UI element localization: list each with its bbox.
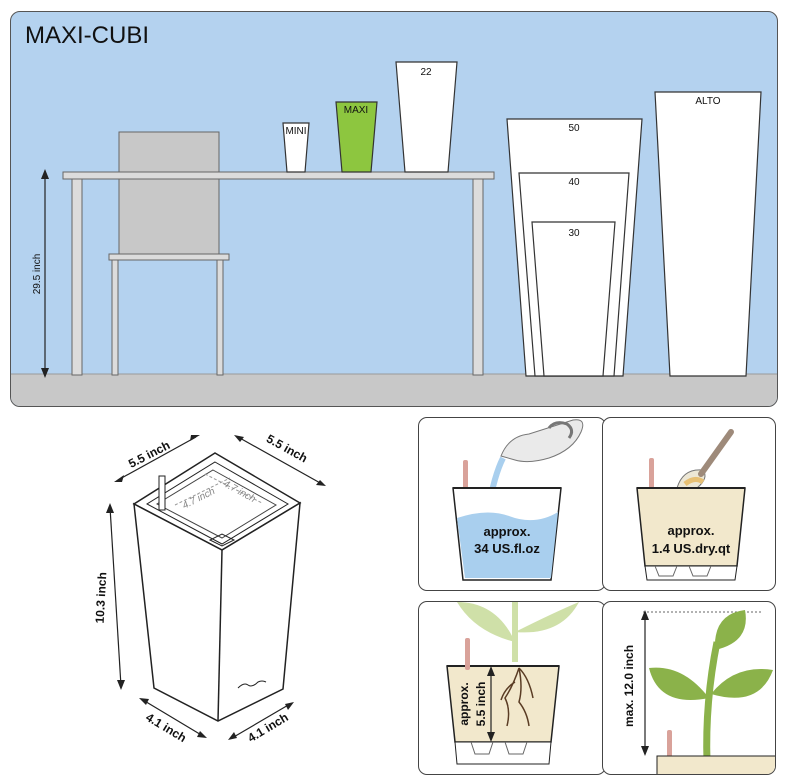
- label-mini: MINI: [285, 126, 306, 137]
- label-50: 50: [568, 123, 580, 134]
- table-height-label: 29.5 inch: [32, 254, 43, 295]
- water-line1: approx.: [484, 524, 531, 539]
- root-line2: 5.5 inch: [474, 682, 488, 727]
- size-comparison-scene: MINI MAXI 22 50 40 30 ALTO 29.5 inch MAX…: [10, 11, 778, 407]
- root-illustration: approx. 5.5 inch: [446, 602, 579, 765]
- maxi-pot: [335, 101, 378, 173]
- label-maxi: MAXI: [344, 105, 368, 116]
- label-22: 22: [420, 67, 432, 78]
- dim-top-right: 5.5 inch: [264, 432, 310, 466]
- dim-bottom-right: 4.1 inch: [245, 710, 291, 745]
- root-line1: approx.: [457, 682, 471, 725]
- dim-bottom-left: 4.1 inch: [143, 710, 189, 745]
- label-40: 40: [568, 177, 580, 188]
- substrate-line1: approx.: [668, 523, 715, 538]
- substrate-line2: 1.4 US.dry.qt: [652, 541, 731, 556]
- label-30: 30: [568, 228, 580, 239]
- pot-30: [531, 221, 616, 377]
- root-depth-panel: approx. 5.5 inch: [418, 601, 606, 775]
- page-title: MAXI-CUBI: [25, 22, 149, 49]
- substrate-illustration: approx. 1.4 US.dry.qt: [636, 429, 746, 581]
- mini-pot: [282, 122, 310, 173]
- table: [62, 171, 495, 376]
- plant-height-label: max. 12.0 inch: [622, 645, 636, 727]
- floor: [11, 374, 777, 406]
- pot-22: [395, 61, 458, 173]
- table-height-arrow: [41, 169, 49, 378]
- water-capacity-panel: approx. 34 US.fl.oz: [418, 417, 606, 591]
- plant-height-panel: max. 12.0 inch: [602, 601, 776, 775]
- plant-illustration: max. 12.0 inch: [622, 610, 775, 774]
- water-illustration: approx. 34 US.fl.oz: [452, 419, 584, 581]
- label-alto: ALTO: [695, 96, 720, 107]
- water-line2: 34 US.fl.oz: [474, 541, 540, 556]
- scene-illustration: MINI MAXI 22 50 40 30 ALTO 29.5 inch MAX…: [11, 22, 777, 406]
- substrate-capacity-panel: approx. 1.4 US.dry.qt: [602, 417, 776, 591]
- dimension-drawing: 5.5 inch 5.5 inch 4.7 inch 4.7 inch 10.3…: [93, 432, 326, 745]
- chair: [108, 131, 230, 376]
- dim-height: 10.3 inch: [93, 572, 110, 624]
- pot-alto: [654, 91, 762, 377]
